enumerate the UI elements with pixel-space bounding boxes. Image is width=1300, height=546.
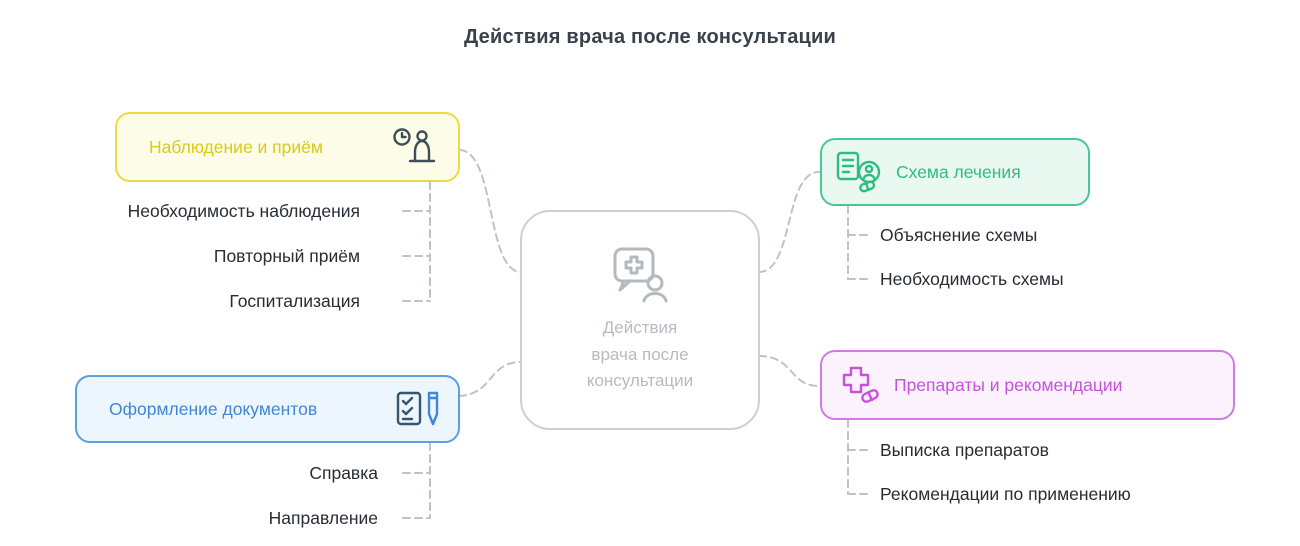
child-certificate[interactable]: Справка [309, 463, 378, 483]
child-prescription[interactable]: Выписка препаратов [880, 440, 1049, 460]
branch-medications[interactable]: Препараты и рекомендации [820, 350, 1235, 420]
cross-pill-icon [836, 364, 882, 406]
connector-center-observation [459, 149, 522, 273]
branch-medications-label: Препараты и рекомендации [894, 374, 1123, 395]
central-label-line-3: консультации [586, 371, 694, 391]
page-title: Действия врача после консультации [463, 26, 837, 48]
central-node[interactable]: Действия врача после консультации [520, 210, 760, 430]
child-scheme-explanation[interactable]: Объяснение схемы [880, 225, 1038, 245]
branch-treatment[interactable]: Схема лечения [820, 138, 1090, 206]
child-observation-need[interactable]: Необходимость наблюдения [127, 201, 360, 221]
central-label-line-2: врача после [591, 344, 689, 364]
clock-person-icon [392, 127, 438, 167]
document-pen-icon [396, 390, 440, 428]
connector-center-documents [458, 361, 522, 397]
connector-center-medications [758, 355, 820, 387]
treatment-scheme-icon [836, 151, 884, 193]
branch-documents-label: Оформление документов [109, 398, 318, 419]
branch-observation-label: Наблюдение и приём [149, 136, 323, 157]
child-hospitalization[interactable]: Госпитализация [229, 291, 360, 311]
branch-treatment-label: Схема лечения [896, 161, 1021, 182]
branch-observation[interactable]: Наблюдение и приём [115, 112, 460, 182]
child-usage-recommendations[interactable]: Рекомендации по применению [880, 484, 1131, 504]
consultation-bubble-icon [607, 245, 673, 303]
branch-documents[interactable]: Оформление документов [75, 375, 460, 443]
child-referral[interactable]: Направление [268, 508, 378, 528]
central-label-line-1: Действия [602, 318, 678, 338]
central-node-label: Действия врача после консультации [587, 315, 693, 394]
connector-center-treatment [758, 171, 820, 273]
child-repeat-appointment[interactable]: Повторный приём [213, 246, 360, 266]
child-scheme-need[interactable]: Необходимость схемы [880, 269, 1064, 289]
